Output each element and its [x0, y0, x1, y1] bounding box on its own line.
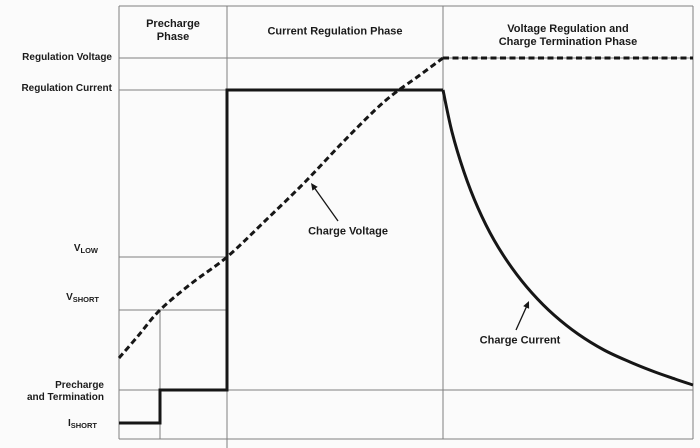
charge-current-curve-1 [119, 88, 443, 425]
header-precharge-phase-line1: Precharge [146, 18, 200, 30]
header-voltage-regulation-line1: Voltage Regulation and [507, 23, 629, 35]
charge-voltage-annotation: Charge Voltage [308, 225, 388, 238]
header-current-regulation-phase: Current Regulation Phase [267, 25, 403, 38]
header-voltage-regulation-phase: Voltage Regulation and Charge Terminatio… [499, 23, 638, 49]
precharge-termination-label: Precharge and Termination [27, 380, 104, 404]
precharge-termination-line2: and Termination [26, 392, 104, 403]
v-short-symbol: V [66, 292, 73, 303]
i-short-symbol: I [67, 418, 71, 429]
i-short-subscript: SHORT [70, 421, 97, 430]
v-low-subscript: LOW [80, 246, 99, 255]
i-short-label: ISHORT [68, 418, 97, 430]
v-short-label: VSHORT [66, 292, 99, 304]
charge-current-arrow-head [523, 301, 530, 309]
v-short-subscript: SHORT [72, 295, 99, 304]
charge-voltage-arrow-line [312, 185, 339, 222]
header-precharge-phase-line2: Phase [156, 31, 190, 43]
regulation-voltage-label: Regulation Voltage [22, 52, 112, 63]
header-precharge-phase: Precharge Phase [146, 18, 200, 44]
charge-voltage-curve-1 [117, 56, 444, 359]
charge-voltage-arrow-head [311, 183, 318, 191]
v-low-label: VLOW [74, 243, 98, 255]
header-voltage-regulation-line2: Charge Termination Phase [498, 36, 638, 48]
v-low-symbol: V [73, 243, 81, 254]
charge-current-curve-2 [441, 89, 694, 387]
charge-current-annotation: Charge Current [479, 334, 561, 347]
precharge-termination-line1: Precharge [55, 380, 104, 391]
charge-current-arrow-line [515, 304, 528, 331]
regulation-current-label: Regulation Current [21, 83, 112, 94]
